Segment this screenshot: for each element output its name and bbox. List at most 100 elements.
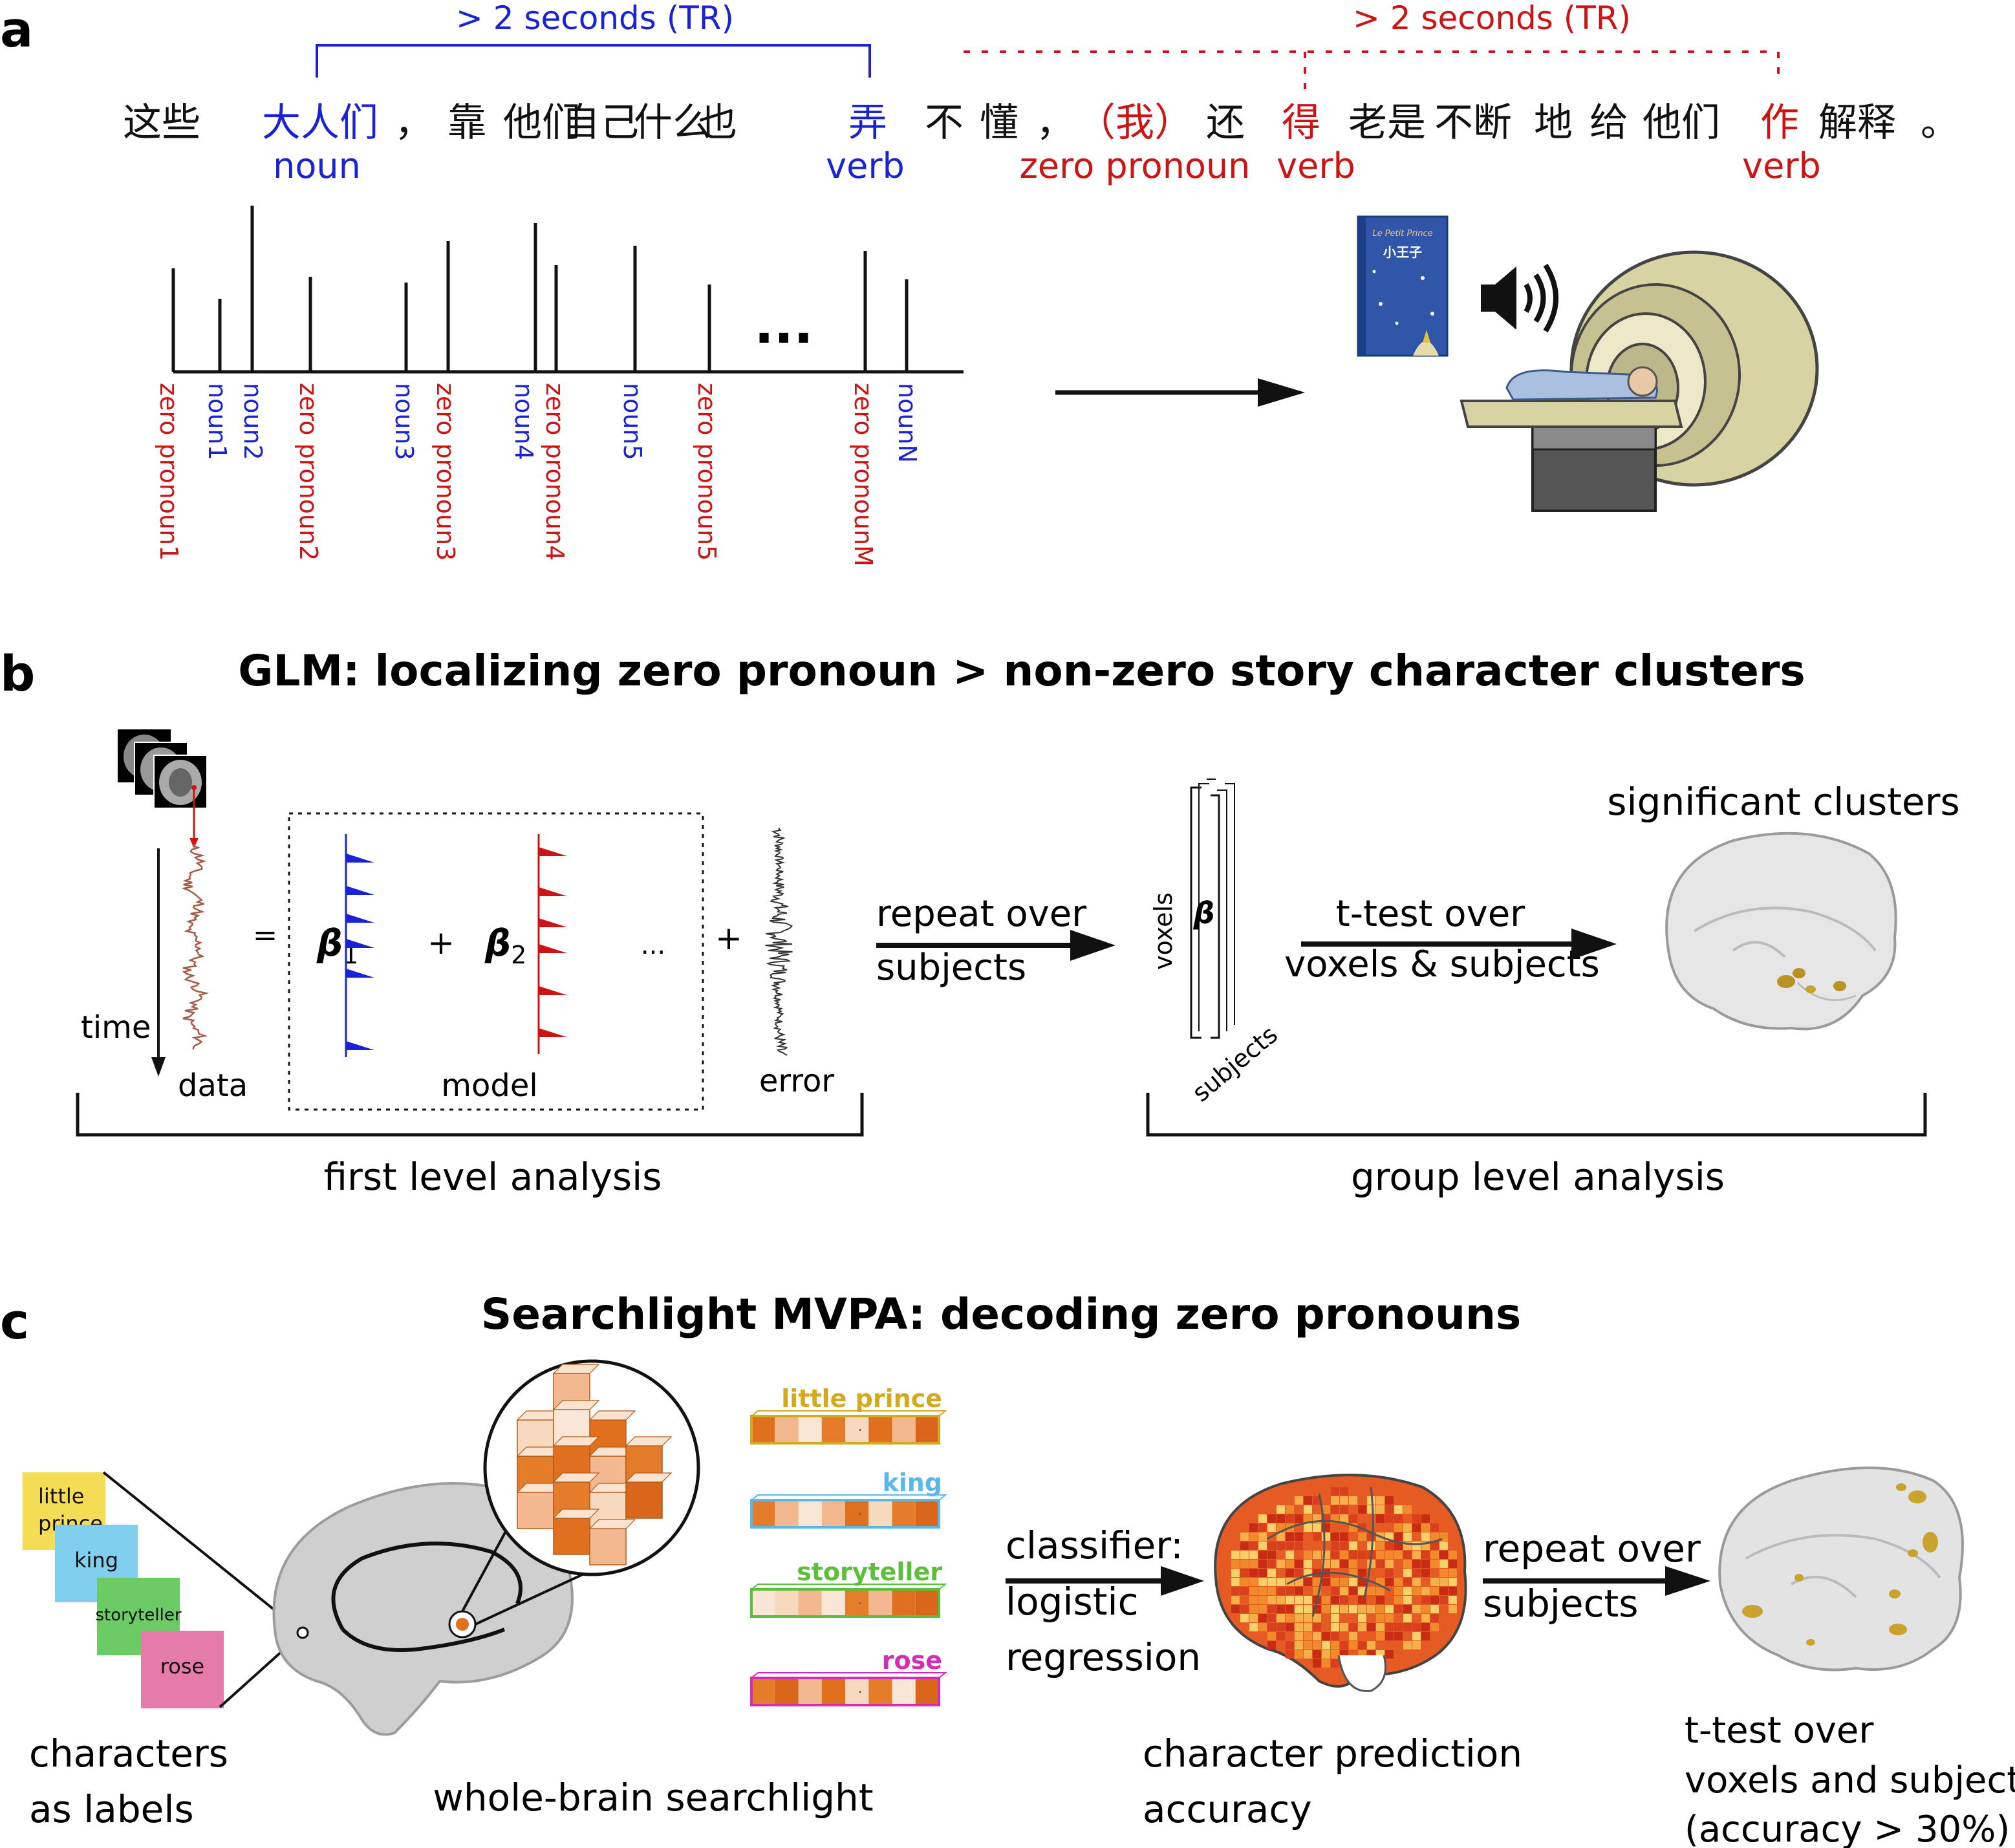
panel-b-title: GLM: localizing zero pronoun > non-zero … (238, 646, 1805, 696)
subjects-label: subjects (1187, 1020, 1283, 1108)
hrf-spike (346, 969, 374, 978)
event-label: noun3 (390, 383, 418, 460)
sentence-word: 靠 (447, 100, 486, 145)
svg-text:·: · (857, 1683, 863, 1701)
ttest-c-label-2: voxels and subjects (1685, 1759, 2015, 1801)
group-level-bracket (1146, 1093, 1927, 1137)
book-icon: Le Petit Prince 小王子 (1357, 215, 1449, 357)
ttest-label-1: t-test over (1336, 893, 1525, 935)
ttest-arrow (1301, 929, 1617, 960)
first-level-label: first level analysis (324, 1155, 662, 1199)
ttest-label-2: voxels & subjects (1284, 943, 1600, 985)
panel-b-label: b (0, 645, 35, 702)
tr-bracket-red (964, 50, 1780, 97)
repeat-label-2: subjects (876, 947, 1026, 989)
characters-label-2: as labels (29, 1787, 194, 1831)
hrf-spike (346, 854, 374, 863)
voxel-cube (589, 1528, 627, 1565)
event-label: noun5 (618, 383, 647, 460)
tr-label-left: > 2 seconds (TR) (456, 0, 734, 37)
pattern-cell (845, 1416, 869, 1443)
event-label: noun4 (510, 383, 538, 460)
brain-slices-icon (118, 729, 208, 848)
hrf-spike (539, 887, 567, 896)
equals-sign: = (253, 918, 278, 952)
first-level-bracket (76, 1093, 864, 1137)
hrf-spike (539, 918, 567, 927)
sentence-word: ， (1036, 100, 1075, 145)
error-label: error (759, 1063, 834, 1099)
hrf-spike (346, 1041, 374, 1050)
model-box (288, 812, 704, 1111)
voxel-cube (625, 1481, 663, 1519)
pattern-cell (845, 1589, 869, 1617)
pattern-cell (751, 1589, 775, 1617)
pattern-cell (751, 1500, 775, 1527)
accuracy-map-brain-icon (1214, 1474, 1467, 1692)
sentence-word: 不 (925, 100, 964, 145)
repeat-c-arrow (1483, 1566, 1710, 1596)
pattern-cell (751, 1678, 775, 1705)
speaker-icon (1481, 263, 1558, 333)
classifier-label-1: classifier: (1006, 1523, 1183, 1567)
pattern-cell (775, 1678, 799, 1705)
tr-label-right: > 2 seconds (TR) (1353, 0, 1631, 37)
pattern-cell (845, 1500, 869, 1527)
sentence-word: 他们 (503, 100, 581, 145)
hrf-spike (346, 886, 374, 895)
panel-c-label: c (0, 1293, 29, 1350)
prediction-label-1: character prediction (1143, 1732, 1522, 1776)
pattern-cell (915, 1589, 939, 1617)
glass-brain-c-icon (1718, 1467, 1964, 1671)
tag-zero-pronoun: zero pronoun (1020, 145, 1251, 186)
plus-1: + (427, 924, 455, 962)
pattern-cell (915, 1500, 939, 1527)
pattern-label: king (882, 1468, 942, 1497)
sentence-word: 得 (1282, 100, 1320, 145)
pattern-bar (750, 1588, 940, 1618)
characters-label-1: characters (29, 1732, 228, 1776)
repeat-label-1: repeat over (876, 893, 1087, 935)
pattern-cell (845, 1678, 869, 1705)
pattern-cell (868, 1678, 892, 1705)
pattern-cell (915, 1416, 939, 1443)
tag-noun: noun (273, 145, 361, 186)
time-arrow (151, 848, 166, 1077)
beta-symbol: β (1193, 896, 1215, 930)
sentence-word: 地 (1534, 100, 1573, 145)
character-card (141, 1631, 224, 1708)
event-ellipsis: ... (754, 295, 813, 355)
voxel-cube (553, 1518, 590, 1555)
sentence-word: 作 (1760, 100, 1799, 145)
sentence-word: 不断 (1434, 100, 1512, 145)
event-label: zero pronoun2 (294, 383, 323, 561)
hrf-spike (346, 914, 374, 923)
sentence-word: 解释 (1818, 100, 1896, 145)
ttest-c-label-3: (accuracy > 30%) (1685, 1809, 2010, 1848)
hrf-spike (539, 944, 567, 953)
regressor-red (537, 834, 567, 1054)
event-label: zero pronoun1 (155, 383, 183, 561)
plus-2: + (715, 919, 742, 957)
hrf-spike (346, 939, 374, 948)
arrow-to-scanner (1055, 378, 1305, 407)
data-label: data (178, 1068, 248, 1104)
pattern-cell (821, 1589, 845, 1617)
data-timeseries (181, 843, 210, 1050)
tag-verb-2: verb (1277, 145, 1355, 186)
event-label: nounN (893, 383, 921, 463)
event-label: zero pronounM (849, 383, 878, 566)
event-label: noun1 (203, 383, 232, 460)
voxel-patterns: ·little prince·king·storyteller·rose (750, 1384, 947, 1706)
pattern-cell (892, 1589, 916, 1617)
sentence-word: 给 (1589, 100, 1628, 145)
mri-scanner-icon (1460, 250, 1819, 512)
card-label: little (38, 1484, 84, 1509)
pattern-bar (750, 1677, 940, 1706)
pattern-bar (750, 1499, 940, 1529)
pattern-label: rose (882, 1646, 942, 1675)
sentence-word: 这些 (123, 100, 200, 145)
pattern-cell (868, 1589, 892, 1617)
sentence-word: ， (394, 100, 433, 145)
